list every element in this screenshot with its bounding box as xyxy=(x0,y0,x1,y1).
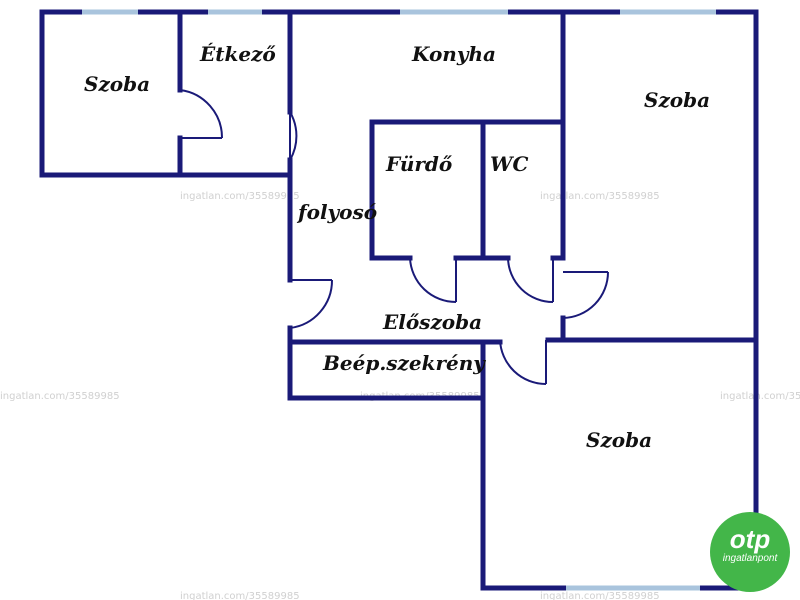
label-beep-szekreny: Beép.szekrény xyxy=(322,351,486,375)
watermark-2: ingatlan.com/35589985 xyxy=(540,191,660,202)
watermark-7: ingatlan.com/35589985 xyxy=(540,591,660,600)
watermark-6: ingatlan.com/35589985 xyxy=(180,591,300,600)
watermark-5: ingatlan.com/35589985 xyxy=(720,391,800,402)
label-etkezo: Étkező xyxy=(199,42,276,66)
label-wc: WC xyxy=(490,152,528,176)
room-labels: Szoba Étkező Konyha Szoba Fürdő WC folyo… xyxy=(84,42,710,452)
door-corridor-left xyxy=(289,279,334,329)
watermark-1: ingatlan.com/35589985 xyxy=(180,191,300,202)
label-szoba-bottom: Szoba xyxy=(586,428,652,452)
label-folyoso: folyosó xyxy=(296,200,377,224)
door-furdo xyxy=(409,257,457,304)
door-szoba-etkezo xyxy=(179,89,224,139)
door-szoba-bottom xyxy=(499,339,547,386)
label-konyha: Konyha xyxy=(411,42,496,66)
label-furdo: Fürdő xyxy=(385,152,453,176)
logo-subtitle: ingatlanpont xyxy=(722,553,778,564)
label-szoba-top-left: Szoba xyxy=(84,72,150,96)
windows xyxy=(82,9,716,591)
doors xyxy=(179,89,609,386)
logo-brand: otp xyxy=(729,524,771,554)
label-szoba-top-right: Szoba xyxy=(644,88,710,112)
door-etkezo-corridor xyxy=(289,111,298,161)
walls xyxy=(39,9,759,591)
label-eloszoba: Előszoba xyxy=(382,310,482,334)
otp-logo: otp ingatlanpont xyxy=(710,512,790,592)
door-szoba-right xyxy=(562,271,609,319)
door-wc xyxy=(507,257,554,303)
watermark-3: ingatlan.com/35589985 xyxy=(0,391,120,402)
